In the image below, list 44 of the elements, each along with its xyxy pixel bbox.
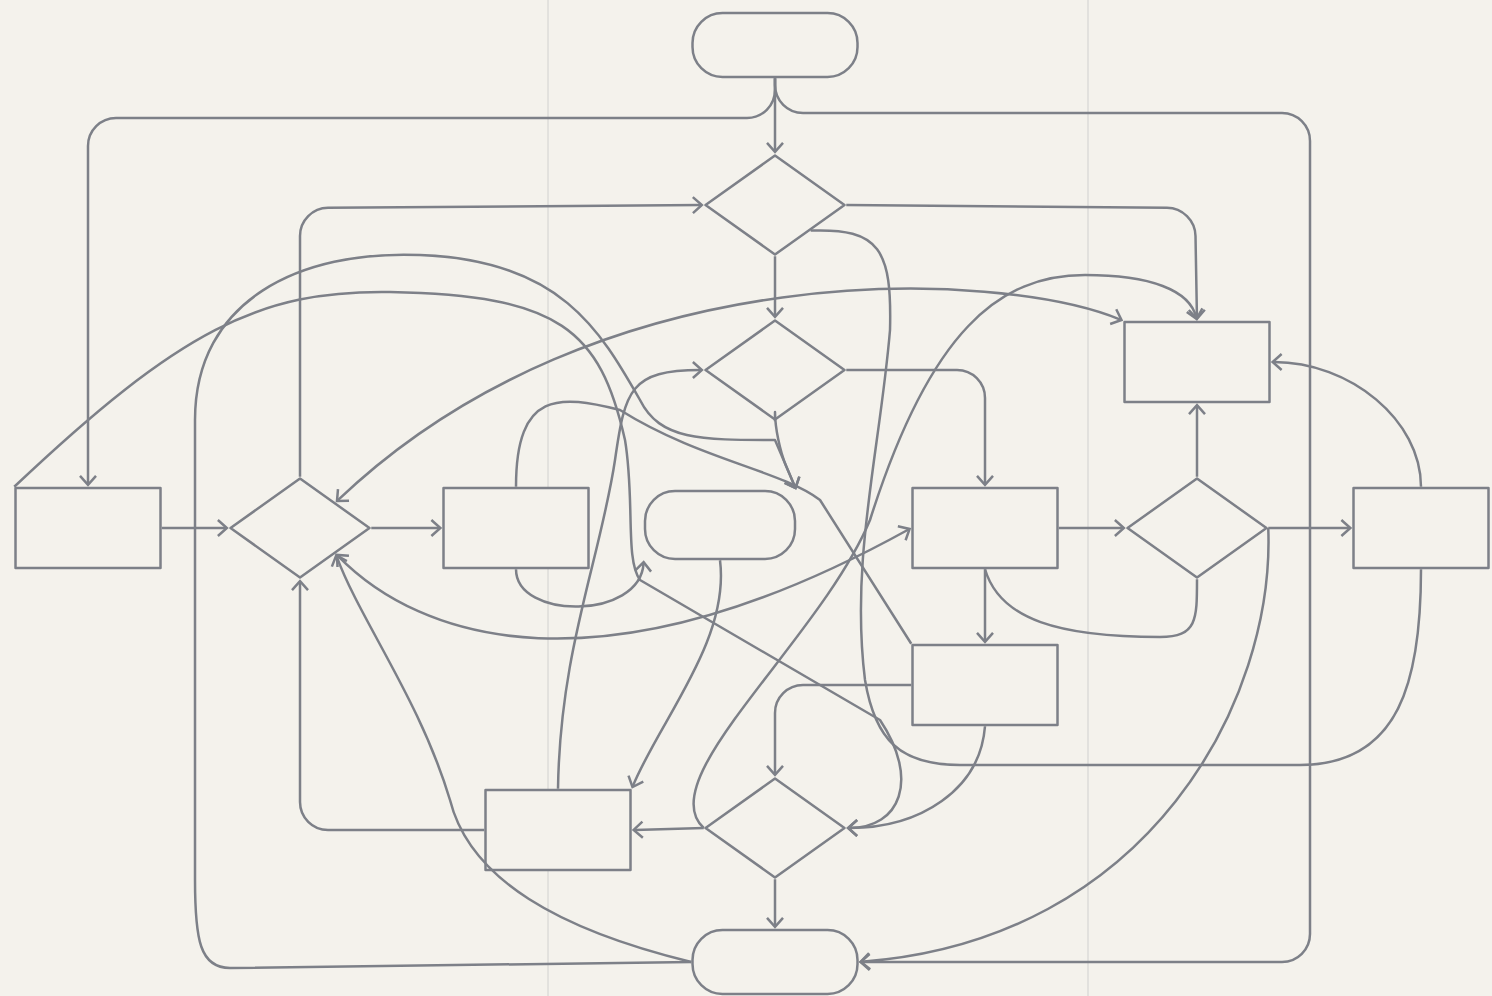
arrow: [1188, 403, 1206, 477]
arrow: [291, 579, 485, 832]
terminator-shape: [691, 928, 859, 996]
double-arrow: [335, 287, 1124, 503]
process-box: [911, 643, 1059, 727]
arrow: [846, 726, 987, 837]
arrow: [631, 820, 704, 839]
arrow: [514, 560, 653, 608]
decision-diamond: [704, 777, 846, 879]
arrow: [846, 368, 994, 487]
decision-diamond: [1126, 477, 1268, 579]
arrow: [298, 196, 704, 477]
arrow: [1270, 353, 1423, 487]
process-box: [1352, 486, 1490, 570]
arrow: [846, 203, 1206, 321]
arrow: [193, 253, 801, 970]
arrow: [627, 560, 723, 789]
arrow: [766, 683, 912, 777]
process-box: [1123, 320, 1271, 404]
arrow: [1268, 519, 1353, 537]
arrow: [773, 78, 1312, 971]
arrow: [371, 519, 443, 537]
decision-diamond: [704, 319, 846, 421]
terminator-shape: [691, 11, 859, 79]
double-arrow: [335, 525, 912, 640]
connector-line: [810, 229, 1423, 767]
process-box: [484, 788, 632, 872]
process-box: [911, 486, 1059, 570]
arrow: [766, 256, 784, 319]
arrow: [976, 569, 994, 644]
arrow: [1058, 519, 1126, 537]
process-box: [442, 486, 590, 570]
decision-diamond: [229, 477, 371, 579]
terminator-shape: [643, 489, 797, 561]
connector-line: [983, 568, 1199, 639]
arrow: [330, 553, 692, 964]
arrow: [858, 527, 1270, 971]
arrow: [556, 361, 704, 789]
arrow: [161, 519, 229, 537]
arrow: [693, 273, 1204, 829]
process-box: [14, 486, 162, 570]
decision-diamond: [704, 154, 846, 256]
arrow: [766, 879, 784, 929]
connector-line: [514, 400, 913, 645]
